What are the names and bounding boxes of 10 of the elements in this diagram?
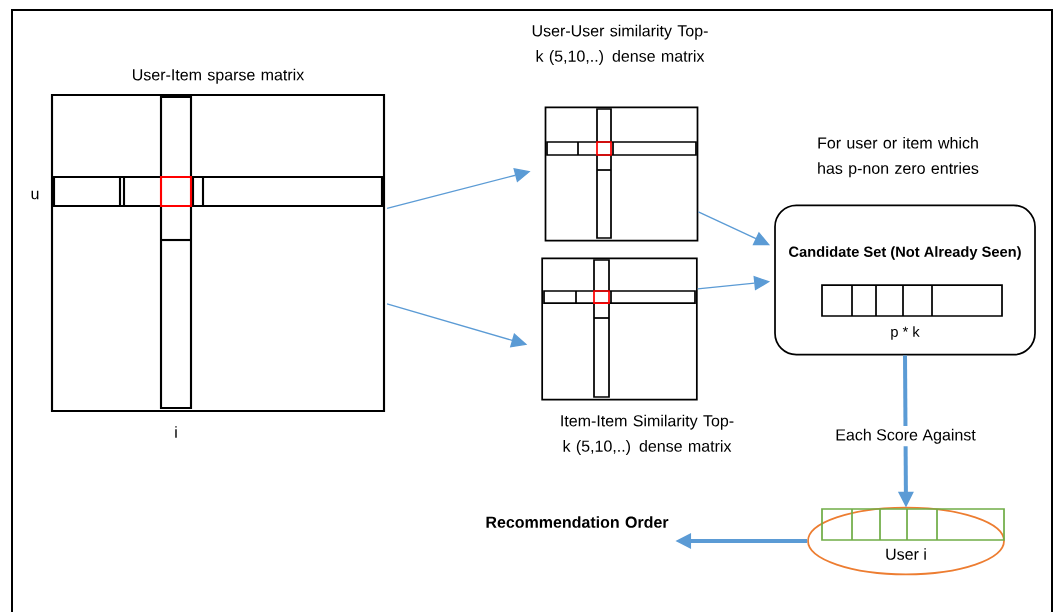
matrix-title: Item-Item Similarity Top-k (5,10,..) dense matrix [561, 414, 734, 455]
vector-label: p * k [891, 326, 920, 340]
matrix-title: User-Item sparse matrix [133, 68, 305, 84]
axis-letter: i [175, 426, 177, 438]
edge-label: Each Score Against [832, 426, 979, 447]
result-text: Recommendation Order [486, 516, 669, 528]
ellipse-label: User i [886, 548, 926, 560]
matrix-title: User-User similarity Top-k (5,10,..) dense matrix [532, 24, 708, 65]
box-caption: For user or item which has p-non zero entries [818, 136, 979, 178]
box-title: Candidate Set (Not Already Seen) [789, 246, 1021, 260]
